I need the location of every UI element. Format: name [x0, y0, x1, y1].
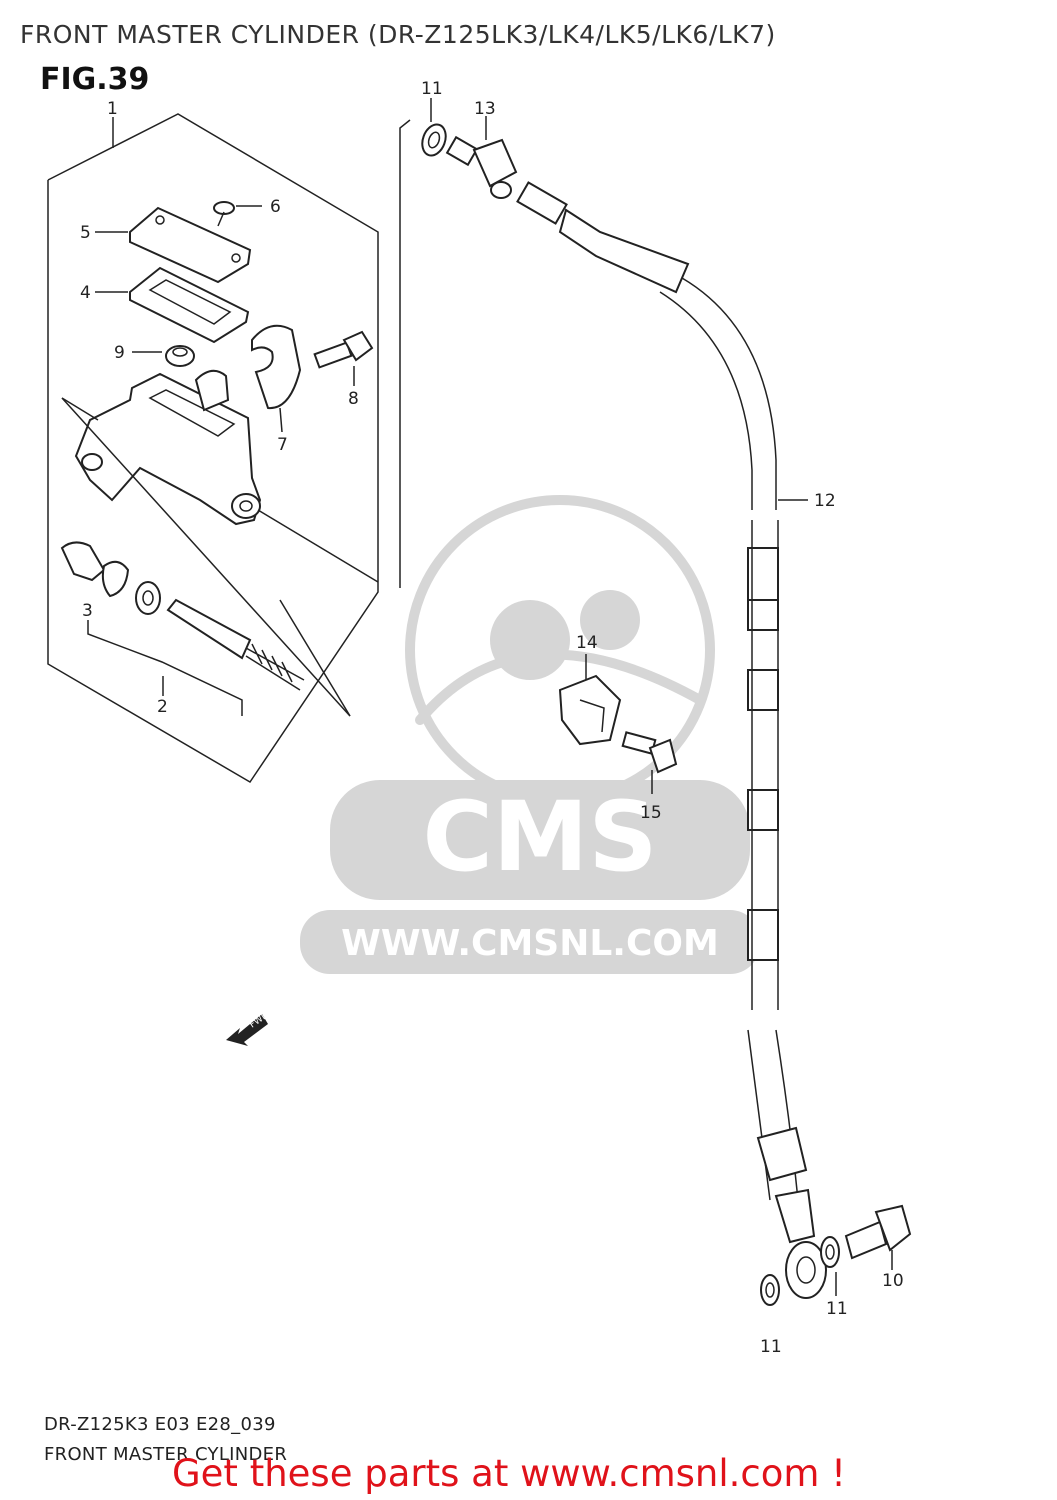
callout-14: 14	[576, 633, 598, 653]
handlebar-clamp	[251, 324, 302, 433]
callout-15: 15	[640, 803, 662, 823]
hose-guide	[558, 654, 622, 746]
clamp-bolt	[313, 330, 374, 386]
forward-arrow-icon: FWD	[226, 1010, 271, 1046]
washers-and-fittings	[399, 98, 912, 1306]
callout-7: 7	[277, 435, 288, 455]
callout-1: 1	[107, 99, 118, 119]
callout-3: 3	[82, 601, 93, 621]
callout-5: 5	[80, 223, 91, 243]
callout-labels: 1 2 3 4 5 6 7 8 9 10 11 11 11 12 13 14 1…	[80, 79, 904, 1357]
callout-13: 13	[474, 99, 496, 119]
callout-2: 2	[157, 697, 168, 717]
grommet	[132, 345, 195, 367]
diagram-name: FRONT MASTER CYLINDER	[44, 1444, 288, 1465]
reservoir-cap	[95, 206, 252, 284]
master-cylinder-body	[61, 369, 379, 583]
callout-11-right: 11	[826, 1299, 848, 1319]
brake-hose	[445, 135, 827, 1299]
callout-12: 12	[814, 491, 836, 511]
watermark-brand: CMS	[422, 781, 657, 893]
callout-8: 8	[348, 389, 359, 409]
diagram-code: DR-Z125K3 E03 E28_039	[44, 1414, 276, 1435]
diaphragm-plate	[95, 266, 250, 344]
callout-10: 10	[882, 1271, 904, 1291]
callout-6: 6	[270, 197, 281, 217]
piston-set	[60, 397, 351, 717]
guide-bolt	[621, 731, 678, 794]
callout-11-bottom: 11	[760, 1337, 782, 1357]
callout-9: 9	[114, 343, 125, 363]
master-cylinder-group-outline	[47, 113, 379, 784]
figure-number: FIG.39	[40, 62, 150, 97]
cap-screw	[213, 201, 262, 227]
callout-11-top: 11	[421, 79, 443, 99]
watermark: CMS WWW.CMSNL.COM	[300, 495, 760, 974]
page-title: FRONT MASTER CYLINDER (DR-Z125LK3/LK4/LK…	[20, 20, 776, 49]
callout-4: 4	[80, 283, 91, 303]
cta-link[interactable]: Get these parts at www.cmsnl.com !	[172, 1452, 847, 1495]
watermark-url: WWW.CMSNL.COM	[341, 923, 719, 964]
